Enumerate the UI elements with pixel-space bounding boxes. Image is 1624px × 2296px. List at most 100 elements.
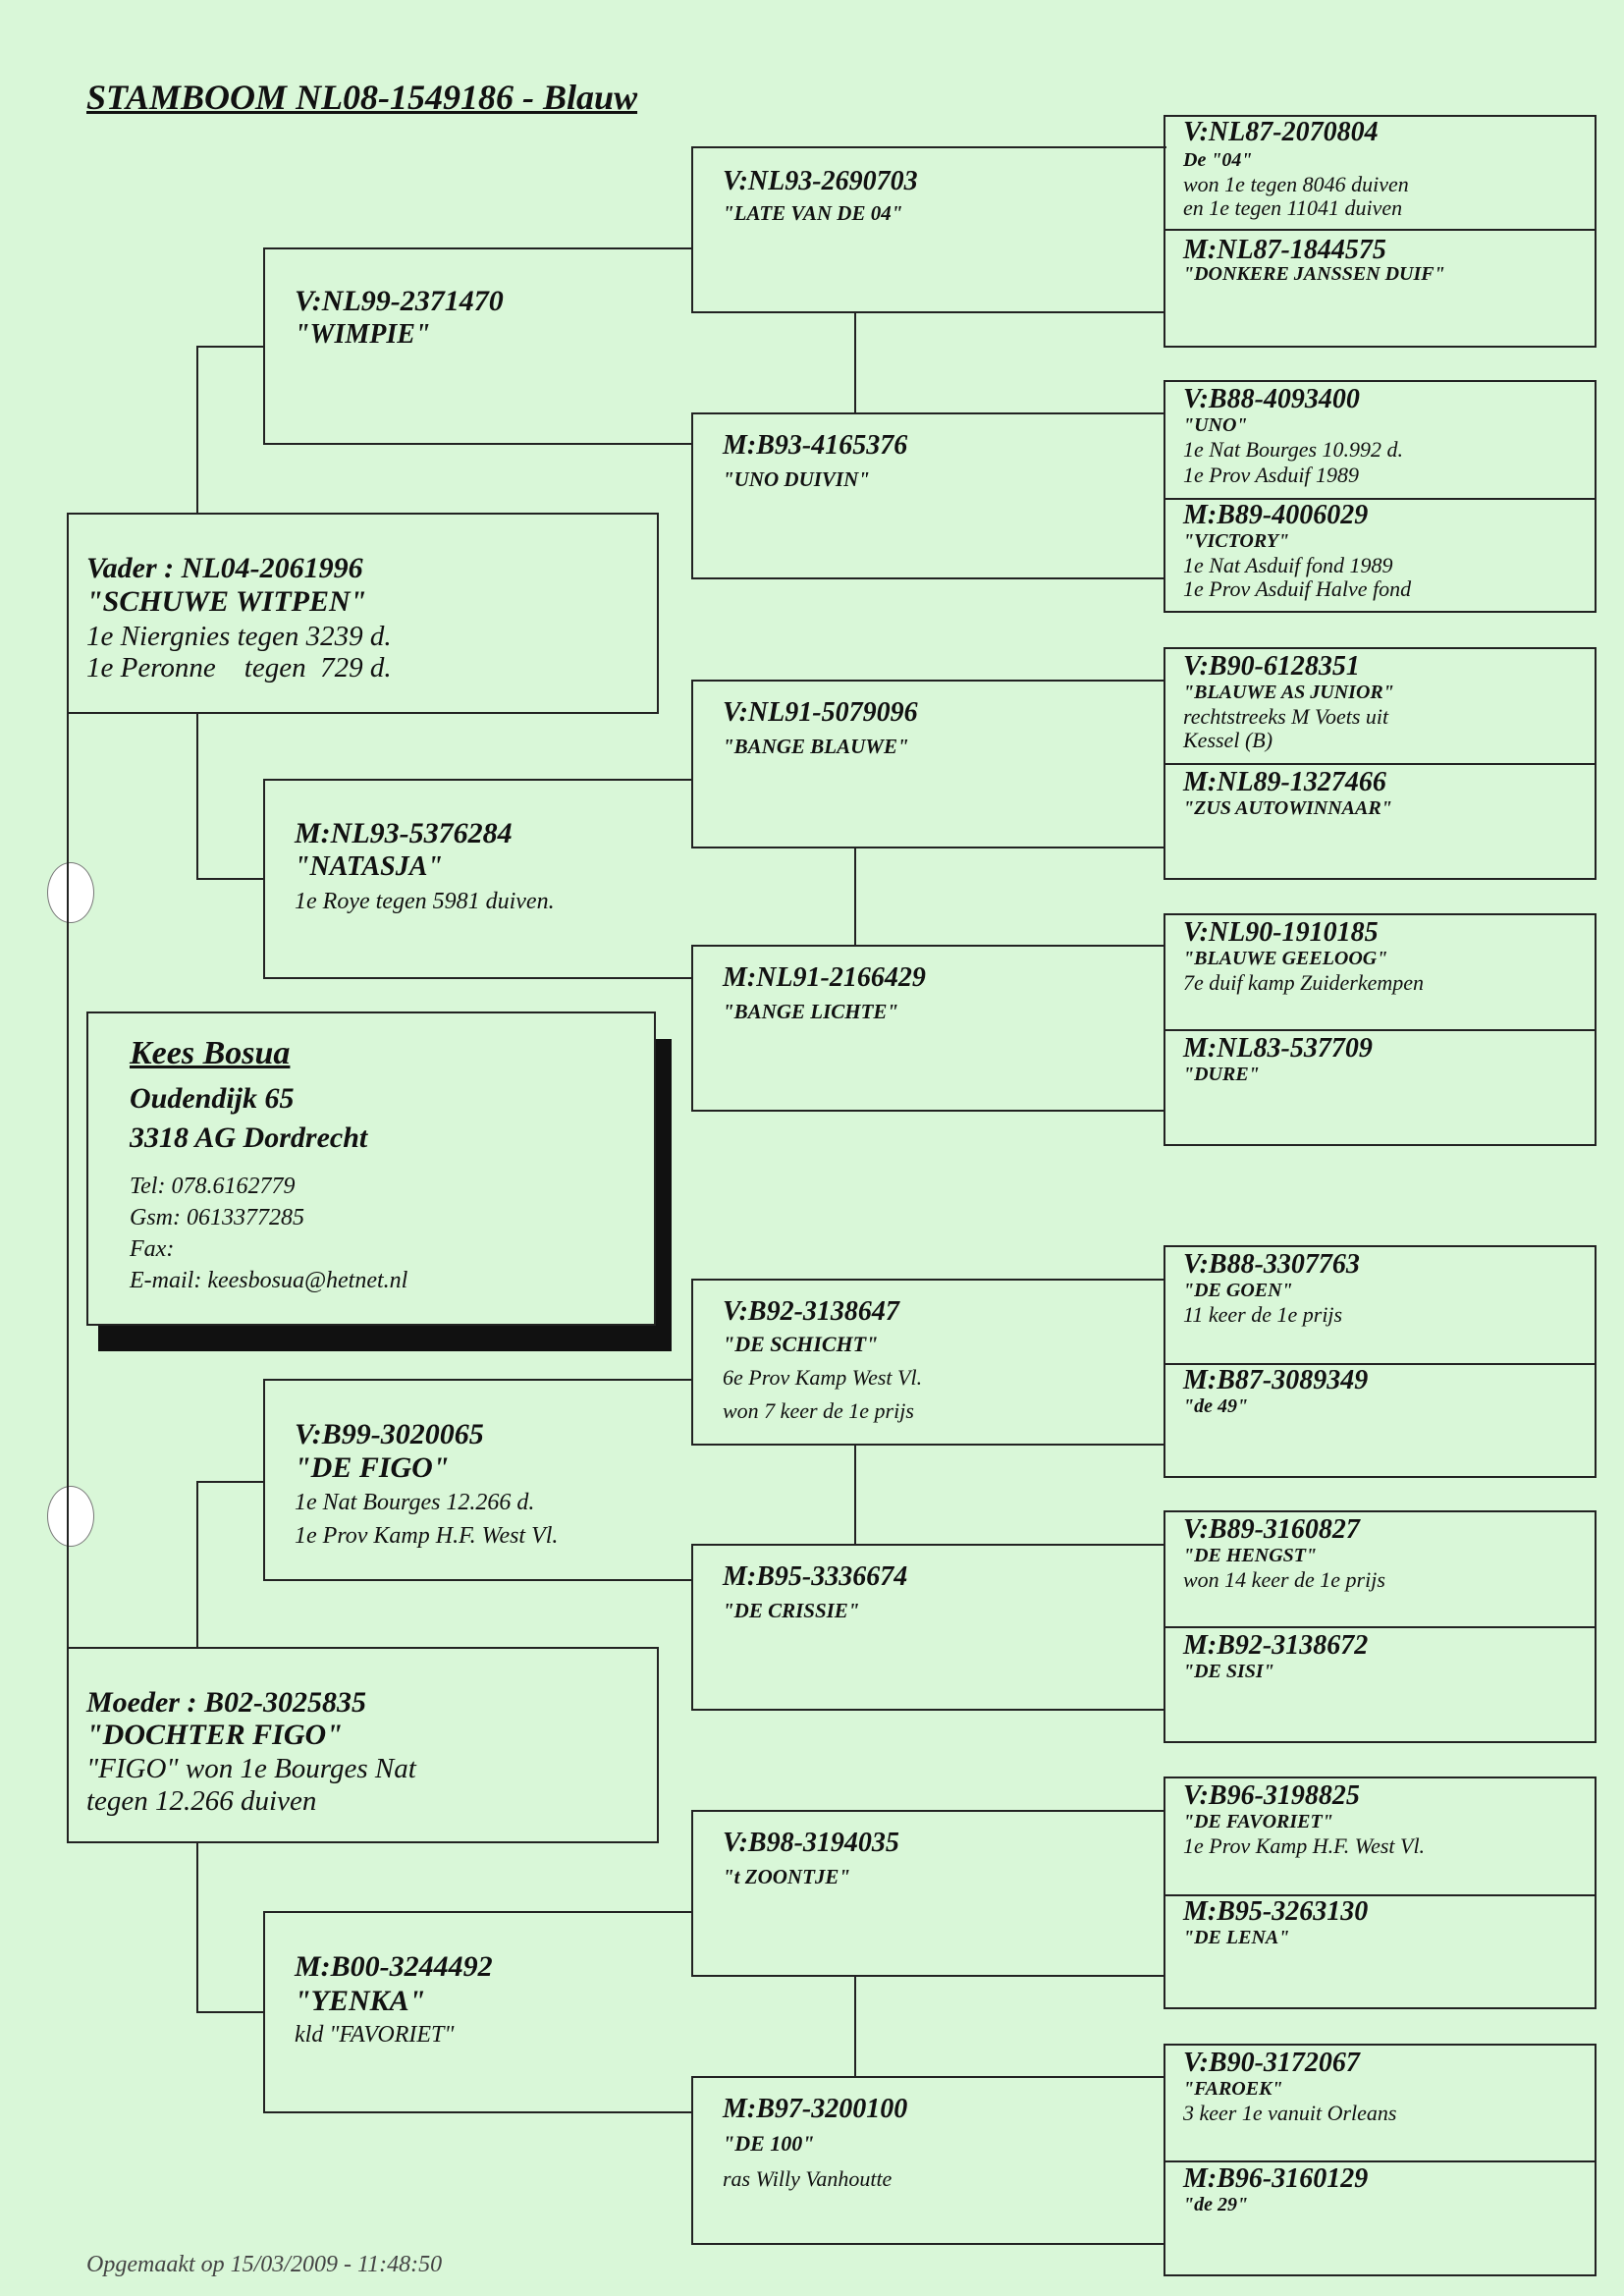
pedigree-code: V:B89-3160827	[1183, 1514, 1360, 1545]
pedigree-name: "DE LENA"	[1183, 1927, 1290, 1948]
owner-street: Oudendijk 65	[130, 1082, 295, 1115]
gen3-box: M:NL91-2166429 "BANGE LICHTE"	[691, 945, 1165, 1112]
dam-name: "DOCHTER FIGO"	[86, 1719, 343, 1751]
pedigree-note: won 14 keer de 1e prijs	[1183, 1567, 1385, 1592]
owner-card: Kees Bosua Oudendijk 65 3318 AG Dordrech…	[86, 1011, 656, 1326]
pedigree-note: won 1e tegen 8046 duiven	[1183, 172, 1409, 196]
pedigree-name: "de 49"	[1183, 1395, 1249, 1417]
pedigree-code: V:B88-3307763	[1183, 1249, 1360, 1280]
gen3-box: V:B98-3194035 "t ZOONTJE"	[691, 1810, 1165, 1977]
pedigree-note: 6e Prov Kamp West Vl.	[723, 1365, 923, 1390]
gen4-pair-box: V:B90-3172067 "FAROEK" 3 keer 1e vanuit …	[1164, 2044, 1597, 2276]
gen4-pair-box: V:B88-3307763 "DE GOEN" 11 keer de 1e pr…	[1164, 1245, 1597, 1478]
dam-code: Moeder : B02-3025835	[86, 1686, 366, 1719]
pedigree-name: "DE GOEN"	[1183, 1280, 1293, 1301]
pedigree-note: 3 keer 1e vanuit Orleans	[1183, 2101, 1397, 2125]
gen3-box: V:NL91-5079096 "BANGE BLAUWE"	[691, 680, 1165, 848]
gen4-pair-box: V:B89-3160827 "DE HENGST" won 14 keer de…	[1164, 1510, 1597, 1743]
dam-box: Moeder : B02-3025835 "DOCHTER FIGO" "FIG…	[67, 1647, 659, 1843]
owner-email[interactable]: E-mail: keesbosua@hetnet.nl	[130, 1268, 408, 1293]
page-title: STAMBOOM NL08-1549186 - Blauw	[86, 78, 638, 117]
pedigree-note: Kessel (B)	[1183, 728, 1273, 752]
pedigree-name: "ZUS AUTOWINNAAR"	[1183, 797, 1392, 819]
pedigree-note: 11 keer de 1e prijs	[1183, 1302, 1343, 1327]
gen3-box: M:B93-4165376 "UNO DUIVIN"	[691, 412, 1165, 579]
owner-city: 3318 AG Dordrecht	[130, 1121, 368, 1154]
gen4-pair-box: V:B90-6128351 "BLAUWE AS JUNIOR" rechtst…	[1164, 647, 1597, 880]
pedigree-note: ras Willy Vanhoutte	[723, 2166, 893, 2191]
owner-name: Kees Bosua	[130, 1035, 291, 1071]
gen4-pair-box: V:B96-3198825 "DE FAVORIET" 1e Prov Kamp…	[1164, 1777, 1597, 2009]
gen4-pair-box: V:NL90-1910185 "BLAUWE GEELOOG" 7e duif …	[1164, 913, 1597, 1146]
sire-name: "SCHUWE WITPEN"	[86, 585, 367, 618]
sire-note: 1e Peronne tegen 729 d.	[86, 652, 392, 683]
owner-fax: Fax:	[130, 1236, 175, 1262]
gen4-pair-box: V:B88-4093400 "UNO" 1e Nat Bourges 10.99…	[1164, 380, 1597, 613]
pedigree-code: M:B93-4165376	[723, 430, 908, 461]
gen2-code: M:B00-3244492	[295, 1950, 493, 1983]
pedigree-code: V:B88-4093400	[1183, 384, 1360, 414]
pedigree-code: V:NL91-5079096	[723, 697, 918, 728]
pedigree-note: 1e Nat Bourges 10.992 d.	[1183, 437, 1404, 462]
pedigree-code: M:B95-3336674	[723, 1561, 908, 1592]
pedigree-name: "de 29"	[1183, 2194, 1249, 2215]
pedigree-code: M:B95-3263130	[1183, 1896, 1369, 1927]
pedigree-code: M:B92-3138672	[1183, 1630, 1369, 1661]
owner-gsm: Gsm: 0613377285	[130, 1205, 304, 1230]
pedigree-name: "UNO"	[1183, 414, 1248, 436]
pedigree-code: V:B98-3194035	[723, 1828, 899, 1858]
pedigree-code: M:B97-3200100	[723, 2094, 908, 2124]
pedigree-code: V:NL87-2070804	[1183, 117, 1379, 147]
pedigree-code: V:NL90-1910185	[1183, 917, 1379, 948]
pedigree-note: rechtstreeks M Voets uit	[1183, 704, 1389, 729]
pedigree-name: "DONKERE JANSSEN DUIF"	[1183, 263, 1445, 285]
sire-note: 1e Niergnies tegen 3239 d.	[86, 621, 392, 652]
pedigree-name: "FAROEK"	[1183, 2078, 1283, 2100]
pedigree-note: en 1e tegen 11041 duiven	[1183, 195, 1403, 220]
pedigree-code: V:NL93-2690703	[723, 166, 918, 196]
pedigree-name: "VICTORY"	[1183, 530, 1290, 552]
pedigree-name: "DE 100"	[723, 2131, 815, 2156]
pedigree-name: "t ZOONTJE"	[723, 1865, 851, 1888]
pedigree-name: De "04"	[1183, 149, 1253, 171]
dam-note: tegen 12.266 duiven	[86, 1785, 317, 1817]
pedigree-code: M:NL89-1327466	[1183, 767, 1386, 797]
pedigree-name: "DURE"	[1183, 1064, 1260, 1085]
pedigree-code: V:B90-6128351	[1183, 651, 1360, 682]
punch-hole-top	[47, 862, 94, 923]
pedigree-code: M:NL87-1844575	[1183, 235, 1386, 265]
pedigree-name: "UNO DUIVIN"	[723, 467, 870, 491]
gen2-note: kld "FAVORIET"	[295, 2022, 455, 2048]
pedigree-note: 7e duif kamp Zuiderkempen	[1183, 970, 1424, 995]
pedigree-code: M:B87-3089349	[1183, 1365, 1369, 1395]
dam-note: "FIGO" won 1e Bourges Nat	[86, 1753, 416, 1784]
pedigree-name: "BANGE LICHTE"	[723, 1000, 899, 1023]
owner-tel: Tel: 078.6162779	[130, 1174, 296, 1199]
gen2-note: 1e Prov Kamp H.F. West Vl.	[295, 1523, 559, 1549]
gen4-pair-box: V:NL87-2070804 De "04" won 1e tegen 8046…	[1164, 115, 1597, 348]
gen2-note: 1e Nat Bourges 12.266 d.	[295, 1490, 535, 1515]
pedigree-name: "DE SCHICHT"	[723, 1332, 879, 1356]
pedigree-note: won 7 keer de 1e prijs	[723, 1398, 914, 1423]
pedigree-code: M:B96-3160129	[1183, 2163, 1369, 2194]
pedigree-code: M:NL83-537709	[1183, 1033, 1373, 1064]
pedigree-note: 1e Prov Asduif 1989	[1183, 463, 1360, 487]
pedigree-name: "BANGE BLAUWE"	[723, 735, 909, 758]
pedigree-code: M:B89-4006029	[1183, 500, 1369, 530]
pedigree-code: V:B96-3198825	[1183, 1780, 1360, 1811]
pedigree-name: "BLAUWE AS JUNIOR"	[1183, 682, 1394, 703]
pedigree-note: 1e Prov Kamp H.F. West Vl.	[1183, 1833, 1426, 1858]
sire-box: Vader : NL04-2061996 "SCHUWE WITPEN" 1e …	[67, 513, 659, 714]
pedigree-code: M:NL91-2166429	[723, 962, 926, 993]
pedigree-note: 1e Prov Asduif Halve fond	[1183, 576, 1412, 601]
pedigree-name: "DE HENGST"	[1183, 1545, 1318, 1566]
gen3-box: V:B92-3138647 "DE SCHICHT" 6e Prov Kamp …	[691, 1279, 1165, 1446]
gen2-name: "YENKA"	[295, 1985, 426, 2017]
gen2-note: 1e Roye tegen 5981 duiven.	[295, 889, 555, 914]
gen2-name: "WIMPIE"	[295, 319, 431, 350]
gen3-box: V:NL93-2690703 "LATE VAN DE 04"	[691, 146, 1165, 313]
gen2-code: M:NL93-5376284	[295, 817, 513, 849]
pedigree-name: "DE FAVORIET"	[1183, 1811, 1333, 1832]
pedigree-name: "DE CRISSIE"	[723, 1599, 860, 1622]
gen2-code: V:B99-3020065	[295, 1418, 484, 1450]
